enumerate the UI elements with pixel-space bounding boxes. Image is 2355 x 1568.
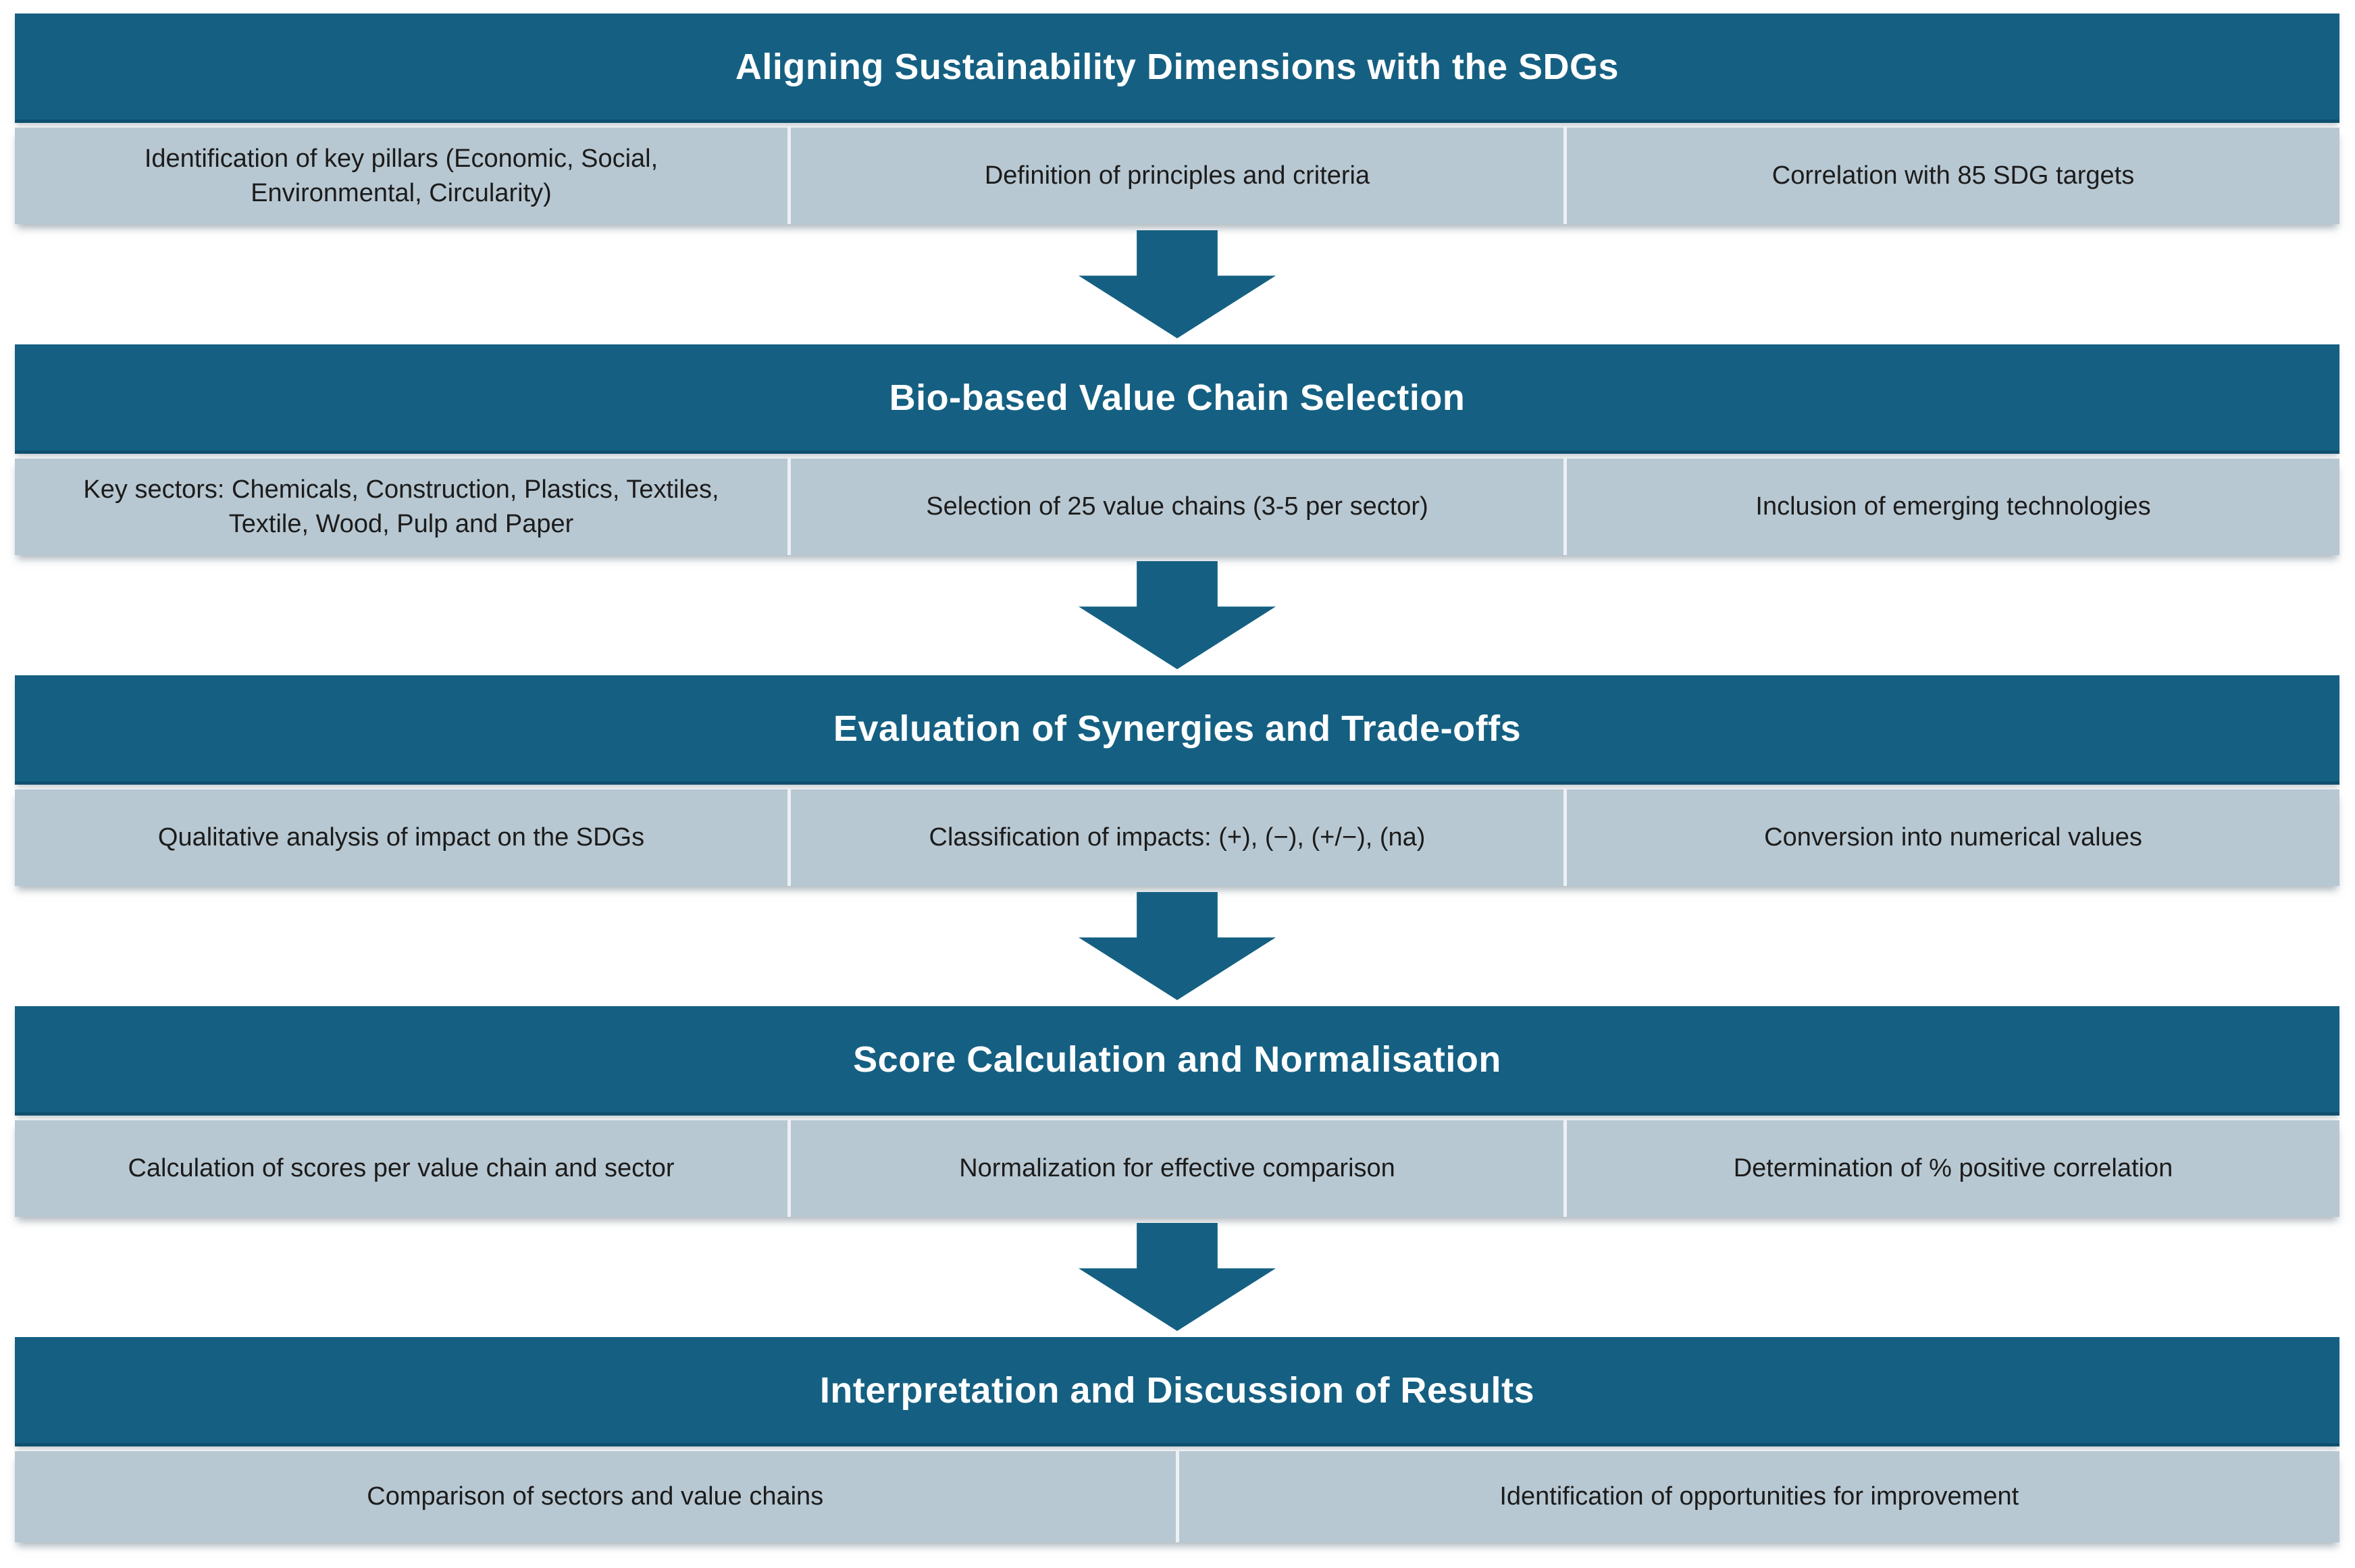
stage-title: Evaluation of Synergies and Trade-offs bbox=[833, 708, 1522, 749]
stage-title-bar: Bio-based Value Chain Selection bbox=[15, 344, 2339, 454]
stage-cell: Comparison of sectors and value chains bbox=[15, 1451, 1176, 1542]
flow-connector bbox=[15, 555, 2339, 675]
flowchart-diagram: Aligning Sustainability Dimensions with … bbox=[15, 14, 2339, 1542]
stage-cells-row: Calculation of scores per value chain an… bbox=[15, 1120, 2339, 1217]
stage-title-bar: Evaluation of Synergies and Trade-offs bbox=[15, 675, 2339, 785]
stage-cell: Classification of impacts: (+), (−), (+/… bbox=[787, 789, 1563, 886]
stage-cells-row: Qualitative analysis of impact on the SD… bbox=[15, 789, 2339, 886]
stage-cell: Qualitative analysis of impact on the SD… bbox=[15, 789, 787, 886]
down-arrow-icon bbox=[1079, 1223, 1276, 1331]
stage-title: Interpretation and Discussion of Results bbox=[819, 1369, 1535, 1411]
stage-cell: Correlation with 85 SDG targets bbox=[1563, 128, 2339, 224]
stage-title-bar: Score Calculation and Normalisation bbox=[15, 1006, 2339, 1116]
stage-cell: Determination of % positive correlation bbox=[1563, 1120, 2339, 1217]
stage-cells-row: Identification of key pillars (Economic,… bbox=[15, 128, 2339, 224]
stage-aligning-sustainability: Aligning Sustainability Dimensions with … bbox=[15, 14, 2339, 224]
stage-interpretation-results: Interpretation and Discussion of Results… bbox=[15, 1337, 2339, 1542]
stage-cell: Key sectors: Chemicals, Construction, Pl… bbox=[15, 459, 787, 555]
down-arrow-icon bbox=[1079, 561, 1276, 669]
stage-cell: Identification of opportunities for impr… bbox=[1175, 1451, 2339, 1542]
stage-value-chain-selection: Bio-based Value Chain Selection Key sect… bbox=[15, 344, 2339, 555]
stage-cell: Selection of 25 value chains (3-5 per se… bbox=[787, 459, 1563, 555]
stage-title-bar: Aligning Sustainability Dimensions with … bbox=[15, 14, 2339, 123]
down-arrow-icon bbox=[1079, 892, 1276, 1000]
stage-title: Bio-based Value Chain Selection bbox=[889, 377, 1466, 418]
stage-synergies-tradeoffs: Evaluation of Synergies and Trade-offs Q… bbox=[15, 675, 2339, 886]
down-arrow-icon bbox=[1079, 230, 1276, 338]
stage-cell: Calculation of scores per value chain an… bbox=[15, 1120, 787, 1217]
stage-cell: Definition of principles and criteria bbox=[787, 128, 1563, 224]
stage-cell: Normalization for effective comparison bbox=[787, 1120, 1563, 1217]
stage-cell: Identification of key pillars (Economic,… bbox=[15, 128, 787, 224]
stage-cells-row: Comparison of sectors and value chains I… bbox=[15, 1451, 2339, 1542]
flow-connector bbox=[15, 224, 2339, 344]
stage-title: Score Calculation and Normalisation bbox=[853, 1039, 1501, 1080]
stage-cells-row: Key sectors: Chemicals, Construction, Pl… bbox=[15, 459, 2339, 555]
stage-cell: Conversion into numerical values bbox=[1563, 789, 2339, 886]
stage-score-calculation: Score Calculation and Normalisation Calc… bbox=[15, 1006, 2339, 1217]
stage-title-bar: Interpretation and Discussion of Results bbox=[15, 1337, 2339, 1446]
stage-title: Aligning Sustainability Dimensions with … bbox=[735, 46, 1620, 87]
stage-cell: Inclusion of emerging technologies bbox=[1563, 459, 2339, 555]
flow-connector bbox=[15, 1217, 2339, 1337]
flow-connector bbox=[15, 886, 2339, 1006]
